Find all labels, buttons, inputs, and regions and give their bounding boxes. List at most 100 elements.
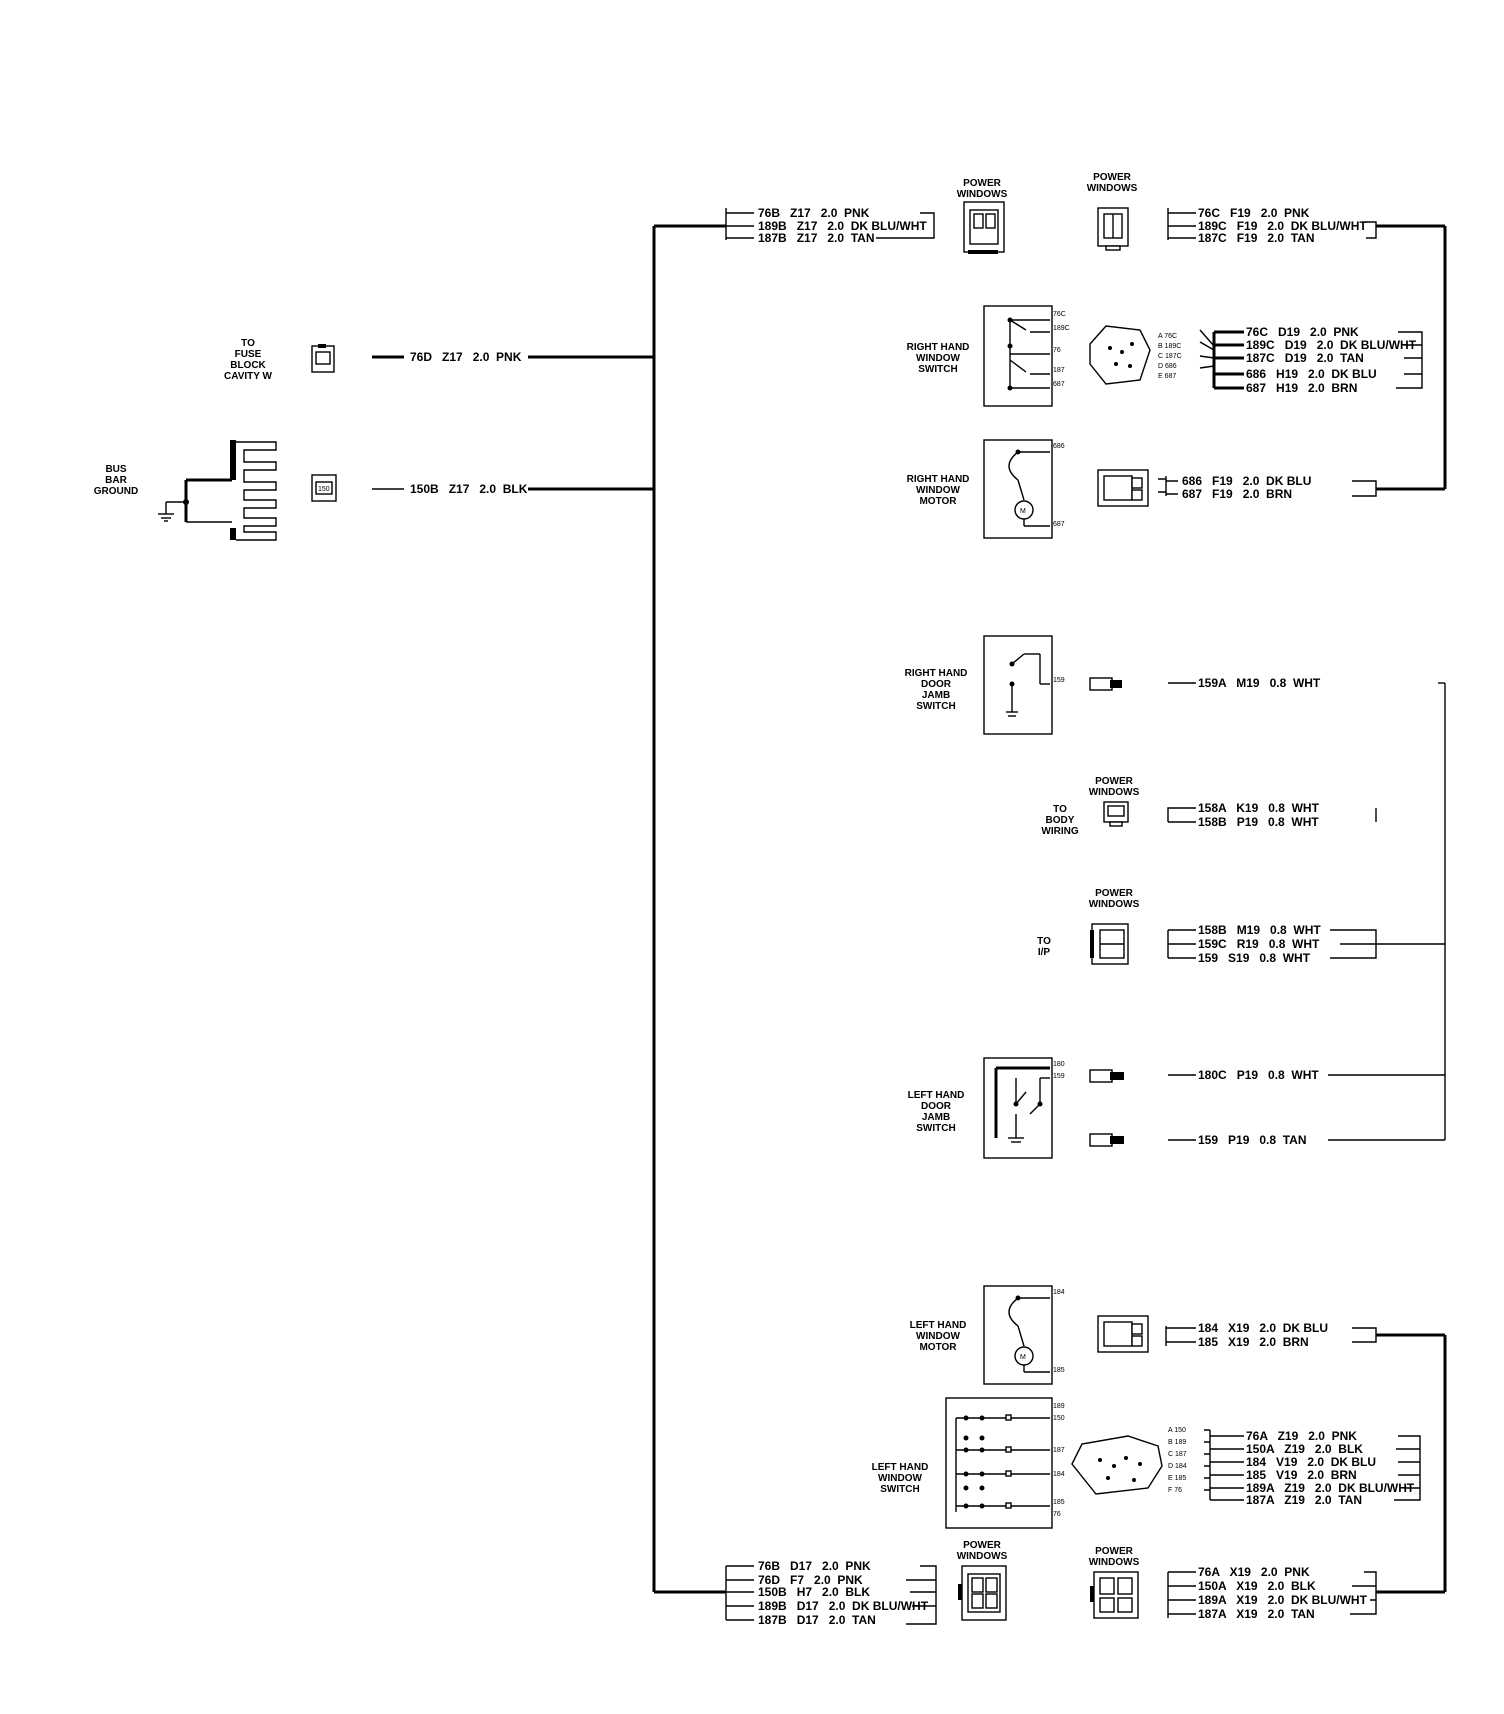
rh-jamb-label-1: RIGHT HAND bbox=[905, 668, 968, 679]
pw-conn-1-label-2: WINDOWS bbox=[957, 189, 1008, 200]
bus-bar-label-3: GROUND bbox=[94, 486, 138, 497]
power-window-connector-1-icon bbox=[963, 201, 1005, 254]
svg-text:M: M bbox=[1020, 1354, 1026, 1361]
body-wiring-label-1: TO bbox=[1053, 804, 1067, 815]
fuse-block-label-4: CAVITY W bbox=[224, 371, 273, 382]
rh-jamb-box bbox=[983, 635, 1053, 735]
bottom-left-wire-2: 76D F7 2.0 PNK bbox=[758, 1573, 863, 1587]
pw-conn-4-label-1: POWER bbox=[1095, 888, 1134, 899]
fuse-feed-wire: 76D Z17 2.0 PNK bbox=[410, 350, 522, 364]
ground-connector-icon: 150 bbox=[311, 474, 337, 502]
lh-switch-wire-5: 189A Z19 2.0 DK BLU/WHT bbox=[1246, 1481, 1415, 1495]
lh-motor-label-3: MOTOR bbox=[919, 1342, 957, 1353]
bus-bar-ground: BUS BAR GROUND 150 150B Z17 2.0 BLK bbox=[94, 440, 528, 541]
rh-door-jamb-switch: RIGHT HAND DOOR JAMB SWITCH 159 159A M19… bbox=[905, 635, 1445, 735]
rh-switch-pin-4: 187 bbox=[1053, 367, 1065, 374]
lh-motor-box bbox=[983, 1285, 1053, 1385]
rh-switch-pin-5: 687 bbox=[1053, 381, 1065, 388]
pw-conn-5-label-1: POWER bbox=[963, 1540, 1002, 1551]
fuse-block-label-1: TO bbox=[241, 338, 255, 349]
top-right-wire-1: 76C F19 2.0 PNK bbox=[1198, 206, 1310, 220]
pw-conn-2-label-1: POWER bbox=[1093, 172, 1132, 183]
pw-conn-3-label-1: POWER bbox=[1095, 776, 1134, 787]
lh-motor-connector-icon bbox=[1097, 1315, 1149, 1353]
rh-window-motor: RIGHT HAND WINDOW MOTOR M 686 687 686 F1… bbox=[907, 439, 1445, 539]
ip-wire-1: 158B M19 0.8 WHT bbox=[1198, 923, 1321, 937]
rh-jamb-wire: 159A M19 0.8 WHT bbox=[1198, 676, 1321, 690]
svg-text:150: 150 bbox=[318, 486, 330, 493]
lh-motor-icon: M bbox=[1008, 1295, 1050, 1373]
rh-switch-label-1: RIGHT HAND bbox=[907, 342, 970, 353]
rh-switch-wire-1: 76C D19 2.0 PNK bbox=[1246, 325, 1359, 339]
rh-motor-pin-2: 687 bbox=[1053, 521, 1065, 528]
ip-wire-3: 159 S19 0.8 WHT bbox=[1198, 951, 1311, 965]
bus-bar-label-2: BAR bbox=[105, 475, 127, 486]
fuse-block-label-3: BLOCK bbox=[230, 360, 266, 371]
lh-conn-pin-2: B 189 bbox=[1168, 1439, 1186, 1446]
lh-jamb-connector-1-icon bbox=[1089, 1069, 1124, 1083]
body-wiring-label-3: WIRING bbox=[1041, 826, 1078, 837]
svg-text:M: M bbox=[1020, 508, 1026, 515]
top-left-wire-3: 187B Z17 2.0 TAN bbox=[758, 231, 875, 245]
rh-jamb-label-4: SWITCH bbox=[916, 701, 955, 712]
rh-jamb-switch-icon bbox=[1006, 653, 1050, 717]
lh-jamb-pin-2: 159 bbox=[1053, 1073, 1065, 1080]
rh-switch-label-3: SWITCH bbox=[918, 364, 957, 375]
lh-jamb-label-3: JAMB bbox=[922, 1112, 950, 1123]
bus-bar-label-1: BUS bbox=[105, 464, 126, 475]
lh-window-switch: LEFT HAND WINDOW SWITCH 189 150 187 184 … bbox=[872, 1397, 1421, 1529]
rh-motor-label-2: WINDOW bbox=[916, 485, 960, 496]
rh-conn-pin-2: B 189C bbox=[1158, 343, 1181, 350]
rh-switch-pin-2: 189C bbox=[1053, 325, 1070, 332]
ip-connector-icon bbox=[1090, 923, 1129, 965]
lh-jamb-wire-2: 159 P19 0.8 TAN bbox=[1198, 1133, 1307, 1147]
bus-bar-icon bbox=[158, 440, 277, 541]
rh-jamb-connector-icon bbox=[1089, 677, 1122, 691]
rh-switch-wire-5: 687 H19 2.0 BRN bbox=[1246, 381, 1357, 395]
rh-switch-label-2: WINDOW bbox=[916, 353, 960, 364]
ip-wire-2: 159C R19 0.8 WHT bbox=[1198, 937, 1320, 951]
lh-door-jamb-switch: LEFT HAND DOOR JAMB SWITCH 180 159 180C … bbox=[908, 1057, 1445, 1159]
lh-jamb-switch-icon bbox=[994, 1066, 1050, 1143]
body-wiring: POWER WINDOWS TO BODY WIRING 158A K19 0.… bbox=[1041, 776, 1377, 837]
rh-motor-box bbox=[983, 439, 1053, 539]
to-ip-label-2: I/P bbox=[1038, 947, 1051, 958]
lh-conn-pin-3: C 187 bbox=[1168, 1451, 1187, 1458]
bottom-left-wire-1: 76B D17 2.0 PNK bbox=[758, 1559, 871, 1573]
lh-switch-pin-6: 76 bbox=[1053, 1511, 1061, 1518]
pw-conn-6-label-1: POWER bbox=[1095, 1546, 1134, 1557]
lh-conn-pin-6: F 76 bbox=[1168, 1487, 1182, 1494]
lh-switch-label-2: WINDOW bbox=[878, 1473, 922, 1484]
lh-jamb-wire-1: 180C P19 0.8 WHT bbox=[1198, 1068, 1319, 1082]
rh-switch-pin-3: 76 bbox=[1053, 347, 1061, 354]
rh-conn-pin-1: A 76C bbox=[1158, 333, 1177, 340]
lh-window-motor: LEFT HAND WINDOW MOTOR M 184 185 184 X19… bbox=[910, 1285, 1445, 1385]
bottom-right-wire-2: 150A X19 2.0 BLK bbox=[1198, 1579, 1316, 1593]
power-window-connector-5-icon bbox=[958, 1565, 1007, 1621]
lh-motor-wire-2: 185 X19 2.0 BRN bbox=[1198, 1335, 1309, 1349]
fuse-connector-icon bbox=[311, 344, 335, 373]
bottom-right-wire-4: 187A X19 2.0 TAN bbox=[1198, 1607, 1315, 1621]
lh-switch-connector-icon bbox=[1071, 1435, 1163, 1495]
rh-conn-pin-3: C 187C bbox=[1158, 353, 1182, 360]
rh-motor-pin-1: 686 bbox=[1053, 443, 1065, 450]
to-ip-label-1: TO bbox=[1037, 936, 1051, 947]
top-connector-group: 76B Z17 2.0 PNK 189B Z17 2.0 DK BLU/WHT … bbox=[725, 172, 1445, 254]
lh-jamb-connector-2-icon bbox=[1089, 1133, 1124, 1147]
rh-switch-contacts-icon bbox=[1007, 317, 1050, 391]
lh-switch-wire-1: 76A Z19 2.0 PNK bbox=[1246, 1429, 1357, 1443]
lh-conn-pin-5: E 185 bbox=[1168, 1475, 1186, 1482]
lh-switch-wire-4: 185 V19 2.0 BRN bbox=[1246, 1468, 1357, 1482]
lh-switch-contacts-icon bbox=[955, 1414, 1050, 1512]
top-right-wire-2: 189C F19 2.0 DK BLU/WHT bbox=[1198, 219, 1367, 233]
rh-jamb-label-2: DOOR bbox=[921, 679, 952, 690]
fuse-block-label-2: FUSE bbox=[235, 349, 262, 360]
bottom-connector-group: 76B D17 2.0 PNK 76D F7 2.0 PNK 150B H7 2… bbox=[725, 1540, 1445, 1627]
ground-feed-wire: 150B Z17 2.0 BLK bbox=[410, 482, 528, 496]
lh-switch-pin-5: 185 bbox=[1053, 1499, 1065, 1506]
lh-motor-pin-2: 185 bbox=[1053, 1367, 1065, 1374]
lh-motor-label-2: WINDOW bbox=[916, 1331, 960, 1342]
bottom-left-wire-4: 189B D17 2.0 DK BLU/WHT bbox=[758, 1599, 929, 1613]
lh-jamb-label-4: SWITCH bbox=[916, 1123, 955, 1134]
